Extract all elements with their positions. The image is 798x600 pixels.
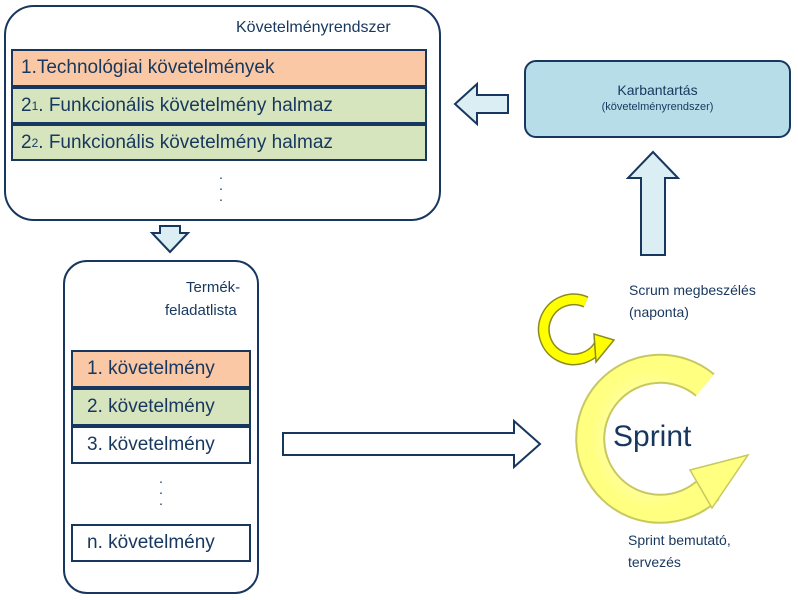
- daily-scrum-cycle-icon: [537, 293, 616, 366]
- requirements-row-sub: 2: [31, 135, 39, 150]
- backlog-item-label: 2. követelmény: [87, 396, 215, 417]
- backlog-item-label: 3. követelmény: [87, 434, 215, 455]
- arrow-up: [625, 150, 681, 256]
- requirements-row-technological: 1. Technológiai követelmények: [11, 49, 427, 87]
- requirements-system-title: Követelményrendszer: [236, 19, 391, 36]
- requirements-row-num: 2: [21, 131, 32, 153]
- backlog-item: n. követelmény: [71, 524, 251, 562]
- maintenance-box: Karbantartás (követelményrendszer): [524, 60, 791, 138]
- arrow-left: [453, 81, 509, 127]
- arrow-down: [149, 225, 191, 254]
- requirements-row-sub: 1: [31, 98, 39, 113]
- requirements-ellipsis: ···: [218, 169, 224, 207]
- sprint-review-label-line1: Sprint bemutató,: [628, 532, 731, 548]
- backlog-item-label: n. követelmény: [87, 532, 215, 553]
- requirements-row-text: . Funkcionális követelmény halmaz: [38, 131, 333, 153]
- sprint-label: Sprint: [613, 420, 692, 453]
- backlog-item: 1. követelmény: [71, 350, 251, 388]
- requirements-row-num: 1.: [21, 57, 37, 78]
- backlog-item-label: 1. követelmény: [87, 358, 215, 379]
- backlog-item: 2. követelmény: [71, 388, 251, 426]
- daily-scrum-label-line2: (naponta): [629, 304, 689, 320]
- backlog-item: 3. követelmény: [71, 426, 251, 464]
- requirements-row-num: 2: [21, 94, 32, 116]
- requirements-row-text: . Funkcionális követelmény halmaz: [38, 94, 333, 116]
- maintenance-subtitle: (követelményrendszer): [601, 101, 714, 113]
- product-backlog-title-line1: Termék-: [186, 279, 241, 296]
- backlog-ellipsis: ···: [158, 473, 164, 511]
- sprint-cycle-icon: [575, 353, 750, 524]
- sprint-review-label-line2: tervezés: [628, 554, 681, 570]
- daily-scrum-label-line1: Scrum megbeszélés: [629, 282, 756, 298]
- maintenance-title: Karbantartás: [617, 82, 698, 98]
- arrow-right: [282, 418, 542, 470]
- requirements-row-text: Technológiai követelmények: [36, 57, 275, 78]
- product-backlog-title-line2: feladatlista: [165, 302, 237, 319]
